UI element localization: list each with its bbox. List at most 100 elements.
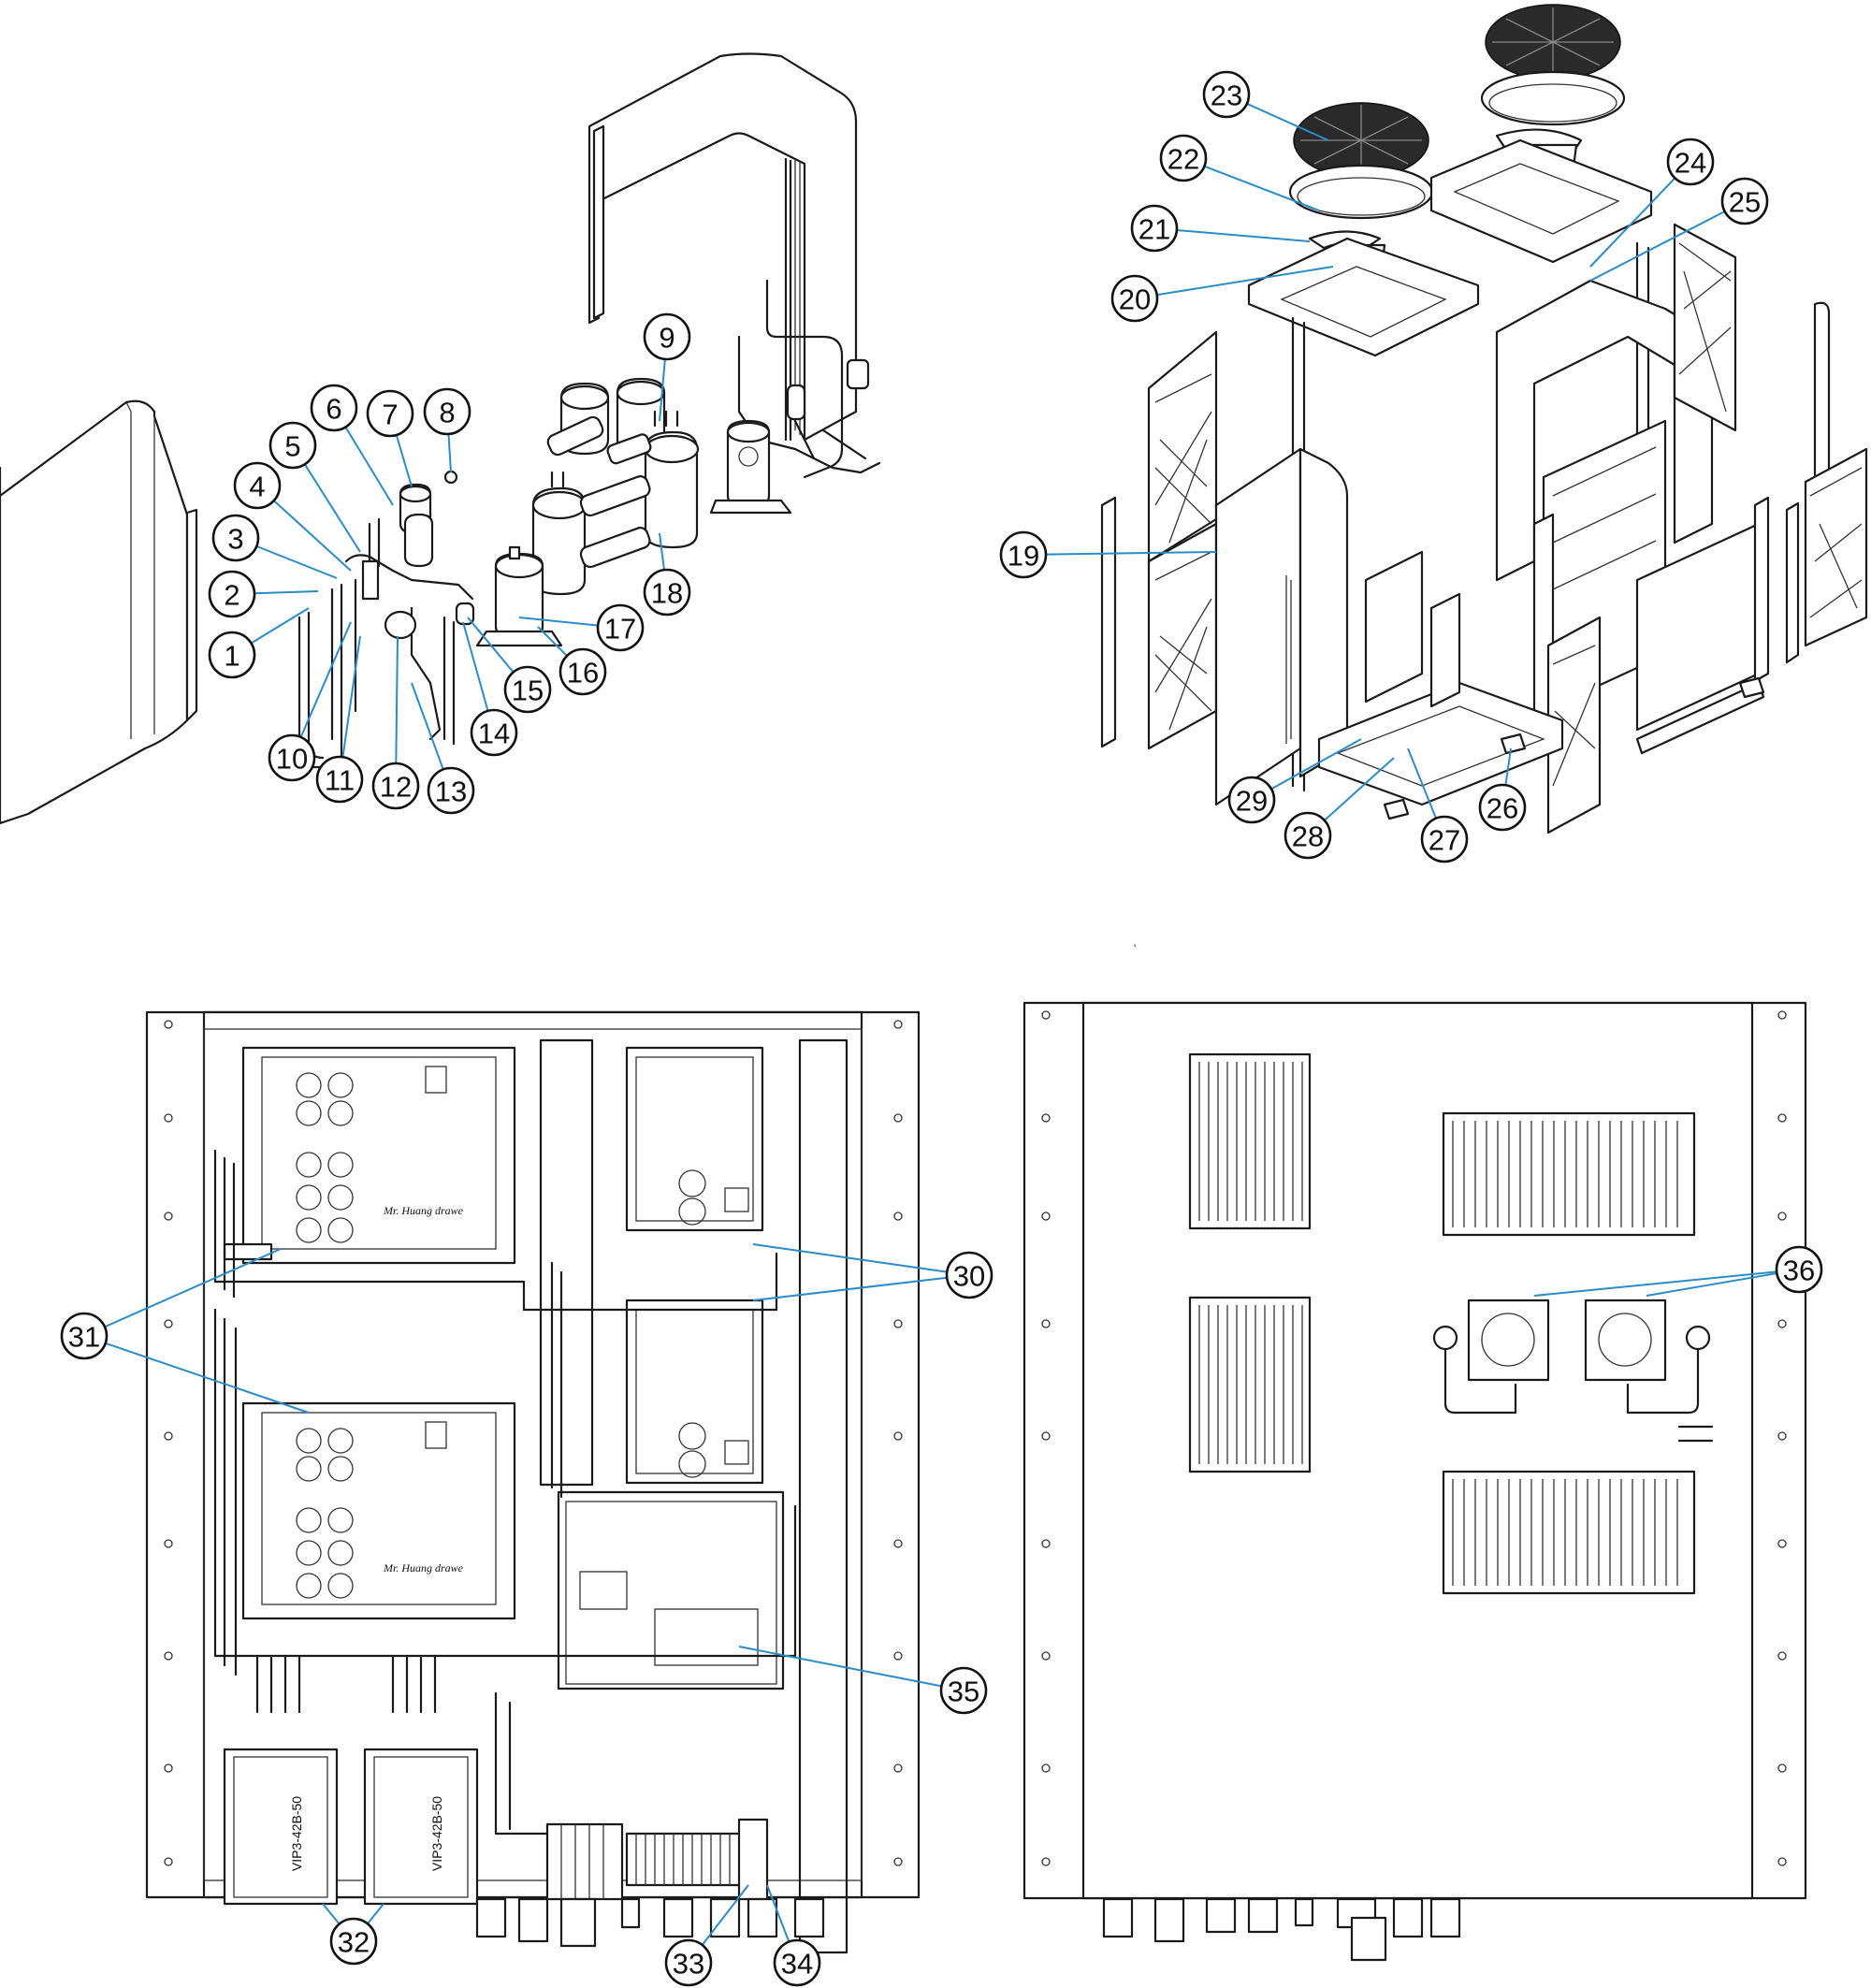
callout-circle-13 xyxy=(427,766,475,815)
callout-number-2: 2 xyxy=(224,579,239,612)
callout-29: 29 xyxy=(1227,776,1276,824)
callout-26: 26 xyxy=(1478,783,1527,832)
callout-circle-36 xyxy=(1775,1245,1823,1294)
callout-circle-7 xyxy=(366,389,414,438)
callout-25: 25 xyxy=(1720,177,1769,225)
callout-circle-24 xyxy=(1666,138,1715,186)
board-signature-upper: Mr. Huang drawe xyxy=(383,1204,464,1217)
callout-34: 34 xyxy=(773,1938,821,1987)
callout-17: 17 xyxy=(596,603,645,652)
callout-circle-27 xyxy=(1420,815,1469,863)
callout-31: 31 xyxy=(60,1312,109,1360)
grille-panel-right-lower xyxy=(1804,447,1868,647)
grille-panel-right-upper xyxy=(1673,223,1737,432)
main-control-board xyxy=(557,1490,785,1691)
front-corner-panel xyxy=(1214,447,1302,806)
callout-20: 20 xyxy=(1110,274,1159,323)
leader-line-29 xyxy=(1270,738,1362,791)
leader-line-25 xyxy=(1589,210,1726,282)
callout-32: 32 xyxy=(329,1917,378,1966)
center-mark: ' xyxy=(1134,942,1136,955)
callout-5: 5 xyxy=(268,421,317,470)
callout-35: 35 xyxy=(939,1666,988,1715)
leader-line-36-2 xyxy=(1646,1272,1777,1297)
leader-line-30-1 xyxy=(752,1243,948,1273)
heatsink-lower-left xyxy=(1188,1296,1312,1473)
callout-number-27: 27 xyxy=(1429,824,1460,857)
callout-number-32: 32 xyxy=(338,1926,370,1959)
callout-circle-16 xyxy=(558,647,607,696)
leader-line-24 xyxy=(1589,177,1676,268)
compressor-small xyxy=(709,419,792,515)
callout-number-16: 16 xyxy=(567,657,599,689)
callout-circle-1 xyxy=(208,631,256,679)
leader-line-33 xyxy=(701,1884,749,1946)
callout-number-25: 25 xyxy=(1729,186,1761,219)
leader-line-9 xyxy=(659,358,666,422)
leader-line-11 xyxy=(341,635,361,758)
leader-line-17 xyxy=(518,617,599,627)
callout-27: 27 xyxy=(1420,815,1469,863)
leader-line-16 xyxy=(537,626,568,657)
front-wrap-panel xyxy=(0,399,189,825)
callout-4: 4 xyxy=(233,461,282,510)
callout-36: 36 xyxy=(1775,1245,1823,1294)
leader-line-23 xyxy=(1246,102,1329,141)
callout-number-33: 33 xyxy=(673,1948,704,1981)
callout-circle-10 xyxy=(268,733,316,782)
callout-circle-26 xyxy=(1478,783,1527,832)
callout-6: 6 xyxy=(310,384,358,432)
leader-line-31-2 xyxy=(105,1342,310,1414)
callout-number-29: 29 xyxy=(1236,785,1268,818)
grille-panel-left-upper xyxy=(1147,330,1218,563)
leader-line-31-1 xyxy=(104,1248,282,1328)
callout-circle-35 xyxy=(939,1666,988,1715)
tank-cylinders xyxy=(531,377,700,596)
callout-circle-19 xyxy=(999,530,1048,579)
callout-1: 1 xyxy=(208,631,256,679)
callout-number-23: 23 xyxy=(1211,80,1242,112)
callout-30: 30 xyxy=(945,1251,994,1299)
leader-line-10 xyxy=(299,621,352,738)
heatsink-lower-right xyxy=(1442,1470,1696,1595)
callout-circle-9 xyxy=(643,312,691,361)
callout-number-20: 20 xyxy=(1119,283,1151,316)
callout-number-21: 21 xyxy=(1139,213,1170,246)
leader-line-4 xyxy=(273,500,352,572)
callout-number-26: 26 xyxy=(1487,792,1518,825)
callout-circle-18 xyxy=(643,568,691,617)
callout-3: 3 xyxy=(211,514,260,562)
leader-line-13 xyxy=(411,682,444,770)
callout-circle-31 xyxy=(60,1312,109,1360)
callout-number-3: 3 xyxy=(227,523,243,556)
callout-number-18: 18 xyxy=(651,577,683,610)
callout-number-6: 6 xyxy=(326,393,341,426)
refrigeration-exploded-view xyxy=(0,52,881,825)
callout-circle-2 xyxy=(208,570,256,618)
callout-circle-30 xyxy=(945,1251,994,1299)
callout-circle-25 xyxy=(1720,177,1769,225)
emi-filter-left: VIP3-42B-50 xyxy=(223,1748,339,1906)
callout-number-7: 7 xyxy=(382,399,398,431)
callout-16: 16 xyxy=(558,647,607,696)
callout-number-8: 8 xyxy=(439,397,455,429)
leader-line-1 xyxy=(250,607,310,645)
callout-number-10: 10 xyxy=(276,743,308,776)
callout-circle-4 xyxy=(233,461,282,510)
callout-22: 22 xyxy=(1159,134,1208,182)
leader-line-30-2 xyxy=(752,1276,948,1301)
leader-line-34 xyxy=(766,1884,790,1942)
callout-circle-3 xyxy=(211,514,260,562)
callout-number-9: 9 xyxy=(659,322,674,355)
reactor-right xyxy=(1584,1299,1711,1415)
leader-line-22 xyxy=(1204,165,1320,211)
leader-line-32-1 xyxy=(322,1903,341,1925)
callout-24: 24 xyxy=(1666,138,1715,186)
grille-panel-left-lower xyxy=(1147,522,1218,750)
leader-line-14 xyxy=(462,621,489,712)
callout-circle-17 xyxy=(596,603,645,652)
callout-14: 14 xyxy=(470,708,518,757)
leader-line-8 xyxy=(447,433,452,473)
emi-filter-right: VIP3-42B-50 xyxy=(363,1748,479,1906)
